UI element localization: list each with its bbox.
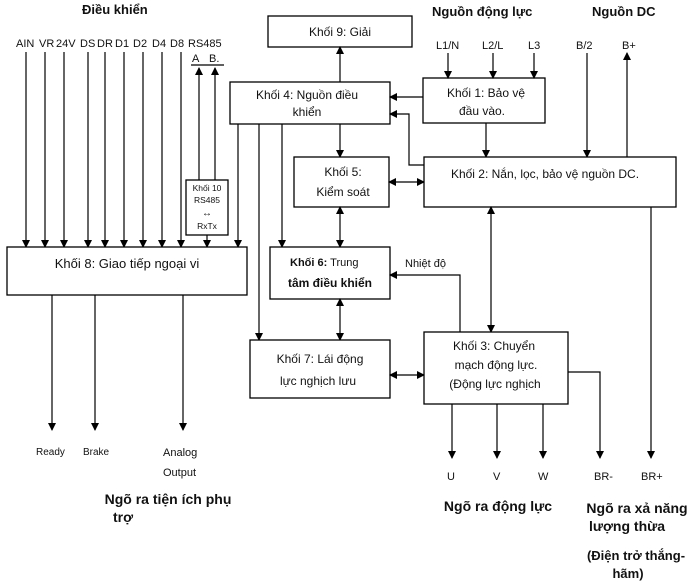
block-10 bbox=[185, 179, 229, 236]
pin-vr: VR bbox=[39, 38, 54, 50]
block-3 bbox=[423, 331, 569, 405]
block-1 bbox=[422, 77, 546, 124]
heading-control: Điều khiển bbox=[82, 2, 148, 17]
pin-rs485: RS485 bbox=[188, 38, 222, 50]
block-6-line2: tâm điều khiển bbox=[288, 276, 372, 290]
pin-l1n: L1/N bbox=[436, 40, 459, 52]
footer-resistor-line2: hãm) bbox=[612, 566, 643, 581]
pin-ain: AIN bbox=[16, 38, 34, 50]
block-8-label: Khối 8: Giao tiếp ngoại vi bbox=[55, 256, 200, 271]
rs485-b: B. bbox=[209, 53, 219, 65]
control-pin-arrows bbox=[22, 52, 185, 248]
block-9-label: Khối 9: Giải bbox=[309, 25, 371, 39]
pin-d4: D4 bbox=[152, 38, 166, 50]
pin-bplus: B+ bbox=[622, 40, 636, 52]
block-4 bbox=[229, 81, 391, 125]
footer-utility-line1: Ngõ ra tiện ích phụ bbox=[105, 491, 232, 507]
pin-dr: DR bbox=[97, 38, 113, 50]
block-7-line1: Khối 7: Lái động bbox=[277, 352, 364, 366]
block-4-line1: Khối 4: Nguồn điều bbox=[256, 88, 358, 102]
block-10-line4: RxTx bbox=[197, 221, 218, 231]
rs485-a: A bbox=[192, 53, 200, 65]
output-v: V bbox=[493, 471, 501, 483]
block-7 bbox=[249, 339, 391, 399]
arrow-temperature bbox=[389, 271, 461, 332]
block-6-line1: Khối 6: Trung bbox=[290, 257, 358, 269]
block-1-line1: Khối 1: Bảo vệ bbox=[447, 86, 525, 100]
output-brminus: BR- bbox=[594, 471, 613, 483]
block-3-line1: Khối 3: Chuyển bbox=[453, 339, 535, 353]
output-u: U bbox=[447, 471, 455, 483]
block-1-line2: đầu vào. bbox=[459, 104, 505, 118]
heading-power-input: Nguồn động lực bbox=[432, 4, 532, 19]
pin-l3: L3 bbox=[528, 40, 540, 52]
pin-d1: D1 bbox=[115, 38, 129, 50]
output-brplus: BR+ bbox=[641, 471, 663, 483]
temperature-label: Nhiệt độ bbox=[405, 258, 446, 270]
block-5-line2: Kiểm soát bbox=[316, 185, 370, 199]
output-analog-line1: Analog bbox=[163, 447, 197, 459]
block-10-line2: RS485 bbox=[194, 195, 220, 205]
pin-d8: D8 bbox=[170, 38, 184, 50]
arrow-brminus bbox=[568, 371, 604, 459]
block-2-label: Khối 2: Nắn, lọc, bảo vệ nguồn DC. bbox=[451, 166, 639, 181]
block-8 bbox=[6, 246, 248, 296]
pin-24v: 24V bbox=[56, 38, 76, 50]
output-ready: Ready bbox=[36, 447, 65, 458]
output-w: W bbox=[538, 471, 549, 483]
output-brake: Brake bbox=[83, 447, 110, 458]
block-10-line1: Khối 10 bbox=[193, 183, 222, 193]
control-pins: AIN VR 24V DS DR D1 D2 D4 D8 RS485 A B. bbox=[16, 38, 222, 65]
block-2 bbox=[423, 156, 677, 208]
pin-ds: DS bbox=[80, 38, 95, 50]
block-3-line2: mạch động lực. bbox=[455, 358, 538, 372]
block-6 bbox=[269, 246, 391, 300]
pin-d2: D2 bbox=[133, 38, 147, 50]
pin-l2l: L2/L bbox=[482, 40, 503, 52]
footer-discharge-line1: Ngõ ra xả năng bbox=[586, 500, 687, 516]
block-3-line3: (Động lực nghịch bbox=[449, 377, 540, 391]
footer-motor: Ngõ ra động lực bbox=[444, 498, 552, 514]
block-7-line2: lực nghịch lưu bbox=[280, 374, 356, 388]
pin-b2: B/2 bbox=[576, 40, 593, 52]
heading-dc-source: Nguồn DC bbox=[592, 4, 656, 19]
block-10-line3: ↔ bbox=[202, 208, 212, 219]
footer-discharge-line2: lượng thừa bbox=[589, 518, 665, 534]
footer-utility-line2: trợ bbox=[113, 509, 133, 525]
footer-resistor-line1: (Điện trở thắng- bbox=[587, 548, 685, 563]
block-4-line2: khiển bbox=[293, 105, 322, 119]
block-5-line1: Khối 5: bbox=[324, 165, 361, 179]
arrow-b2-b4 bbox=[389, 110, 424, 166]
output-analog-line2: Output bbox=[163, 467, 196, 479]
